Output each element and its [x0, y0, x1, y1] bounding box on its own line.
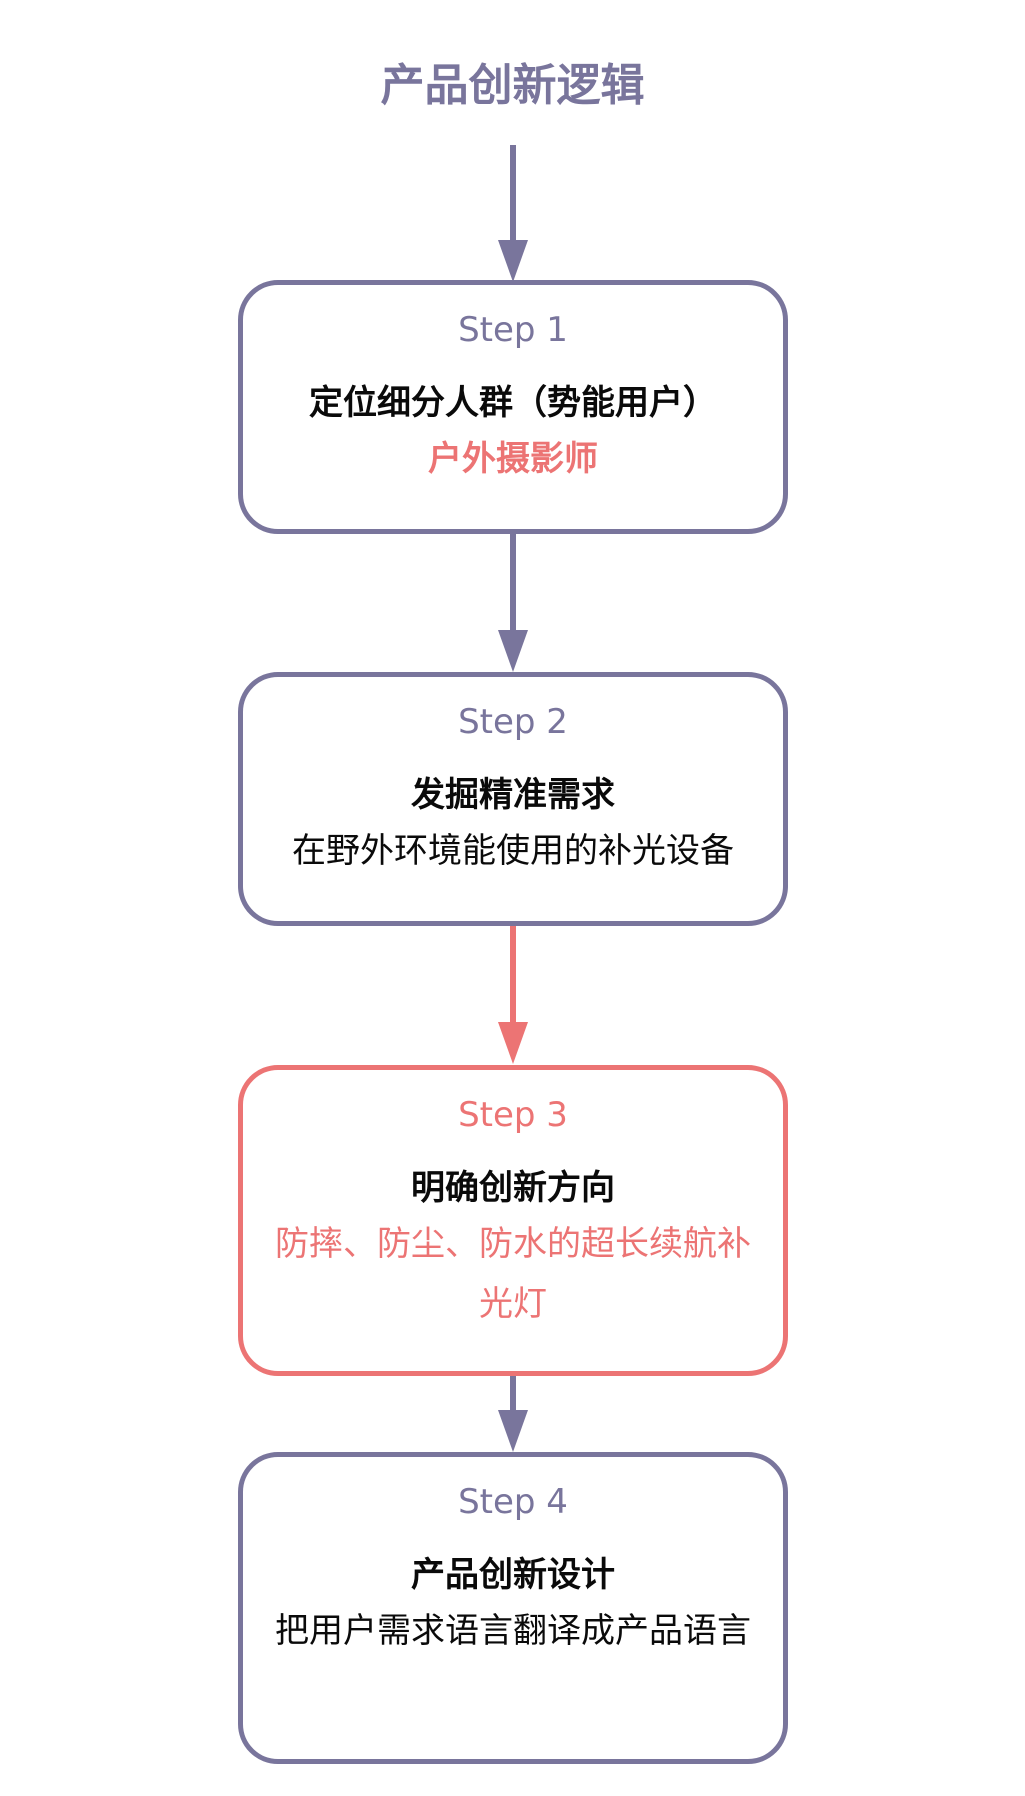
step-3-heading: 明确创新方向 — [411, 1168, 615, 1208]
step-1-box: Step 1 定位细分人群（势能用户） 户外摄影师 — [238, 280, 788, 534]
step-4-heading: 产品创新设计 — [411, 1555, 615, 1595]
step-4-detail: 把用户需求语言翻译成产品语言 — [275, 1611, 751, 1651]
step-2-heading: 发掘精准需求 — [411, 775, 615, 815]
arrow-step1-to-step2 — [498, 533, 528, 672]
step-4-label: Step 4 — [458, 1482, 568, 1522]
step-1-label: Step 1 — [458, 310, 568, 350]
step-3-detail: 防摔、防尘、防水的超长续航补光灯 — [275, 1224, 751, 1324]
step-3-box: Step 3 明确创新方向 防摔、防尘、防水的超长续航补光灯 — [238, 1065, 788, 1376]
step-2-detail: 在野外环境能使用的补光设备 — [292, 831, 734, 871]
step-2-box: Step 2 发掘精准需求 在野外环境能使用的补光设备 — [238, 672, 788, 926]
step-4-box: Step 4 产品创新设计 把用户需求语言翻译成产品语言 — [238, 1452, 788, 1764]
step-2-label: Step 2 — [458, 702, 568, 742]
arrow-title-to-step1 — [498, 145, 528, 282]
step-1-detail: 户外摄影师 — [428, 439, 598, 479]
step-3-label: Step 3 — [458, 1095, 568, 1135]
arrow-step3-to-step4 — [498, 1375, 528, 1452]
arrow-step2-to-step3 — [498, 925, 528, 1064]
diagram-title: 产品创新逻辑 — [380, 60, 645, 111]
step-1-heading: 定位细分人群（势能用户） — [309, 383, 717, 423]
